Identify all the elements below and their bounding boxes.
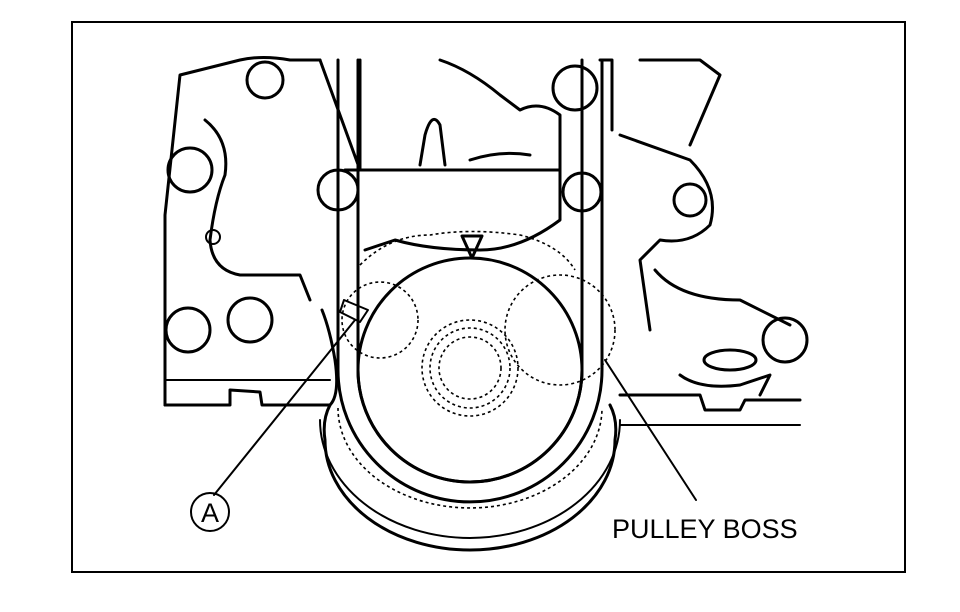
belt-mark-a — [339, 299, 369, 323]
timing-belt — [318, 58, 614, 504]
diagram-frame — [71, 21, 906, 573]
callout-a: A — [190, 492, 230, 532]
callout-a-leader — [213, 319, 356, 496]
engine-block-right — [551, 58, 809, 426]
lower-cover-seal — [319, 403, 621, 552]
pulley-boss-leader — [604, 359, 697, 501]
callout-a-label: A — [201, 498, 219, 528]
timing-mark-triangle — [460, 234, 484, 260]
pulley-boss-label: PULLEY BOSS — [612, 514, 798, 544]
pulley-boss-outline — [341, 230, 616, 386]
upper-housing — [343, 58, 562, 252]
